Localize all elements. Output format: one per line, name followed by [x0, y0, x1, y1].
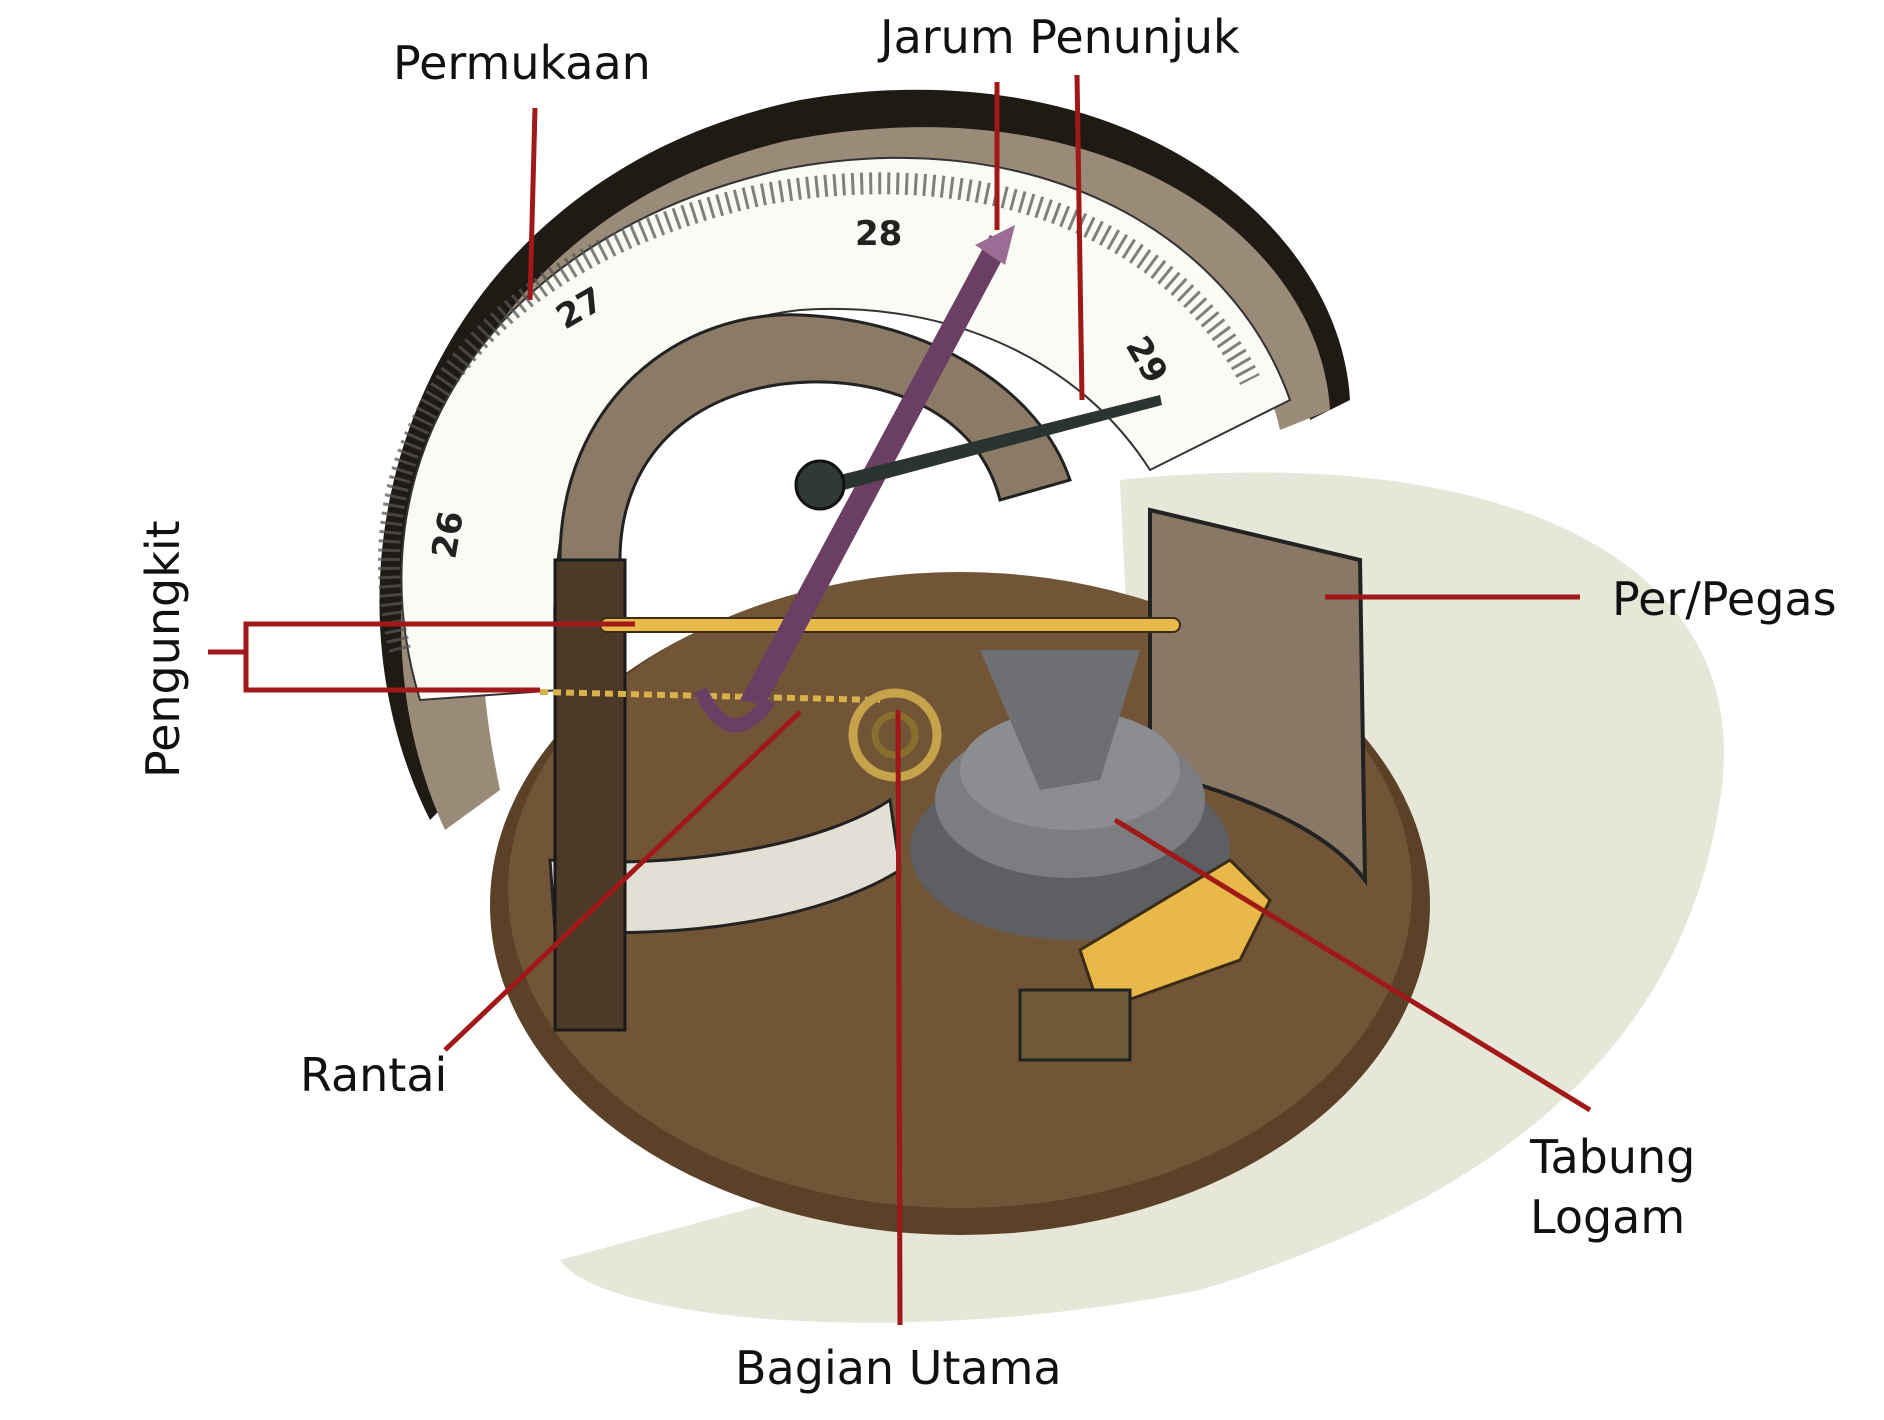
- dial-rim: [401, 127, 1330, 831]
- label-tabung-line2: Logam: [1530, 1189, 1686, 1244]
- leader-permukaan: [527, 107, 538, 301]
- label-jarum-penunjuk: Jarum Penunjuk: [880, 10, 1240, 64]
- dial-scale-ticks: [377, 172, 1260, 653]
- pointer-tip: [975, 225, 1015, 265]
- needle-tail: [693, 686, 776, 733]
- label-tabung-line1: Tabung: [1530, 1130, 1696, 1184]
- label-permukaan: Permukaan: [393, 36, 651, 90]
- leader-pengungkit-lower: [243, 652, 540, 693]
- reference-hand: [820, 395, 1162, 495]
- hair-spring: [848, 688, 942, 782]
- leader-reference-hand: [1074, 74, 1085, 401]
- bracket-foot: [1018, 988, 1132, 1062]
- dial-number-28: 28: [855, 214, 902, 254]
- inner-bracket: [558, 313, 1072, 562]
- leader-pengungkit: [208, 621, 635, 655]
- needle-hub: [794, 459, 846, 511]
- leader-bagian-utama: [895, 709, 903, 1326]
- label-rantai: Rantai: [300, 1048, 448, 1102]
- label-per-pegas: Per/Pegas: [1612, 572, 1837, 626]
- hair-spring-inner: [871, 711, 919, 759]
- label-bagian-utama: Bagian Utama: [735, 1341, 1062, 1395]
- capsule-cone: [980, 650, 1140, 790]
- leader-rantai: [443, 710, 802, 1052]
- label-pengungkit: Pengungkit: [136, 520, 190, 778]
- dial-number-26: 26: [424, 508, 472, 562]
- label-tabung-logam: Tabung Logam: [1530, 1128, 1695, 1248]
- left-post: [553, 558, 627, 1032]
- leader-tabung-logam: [1113, 817, 1592, 1113]
